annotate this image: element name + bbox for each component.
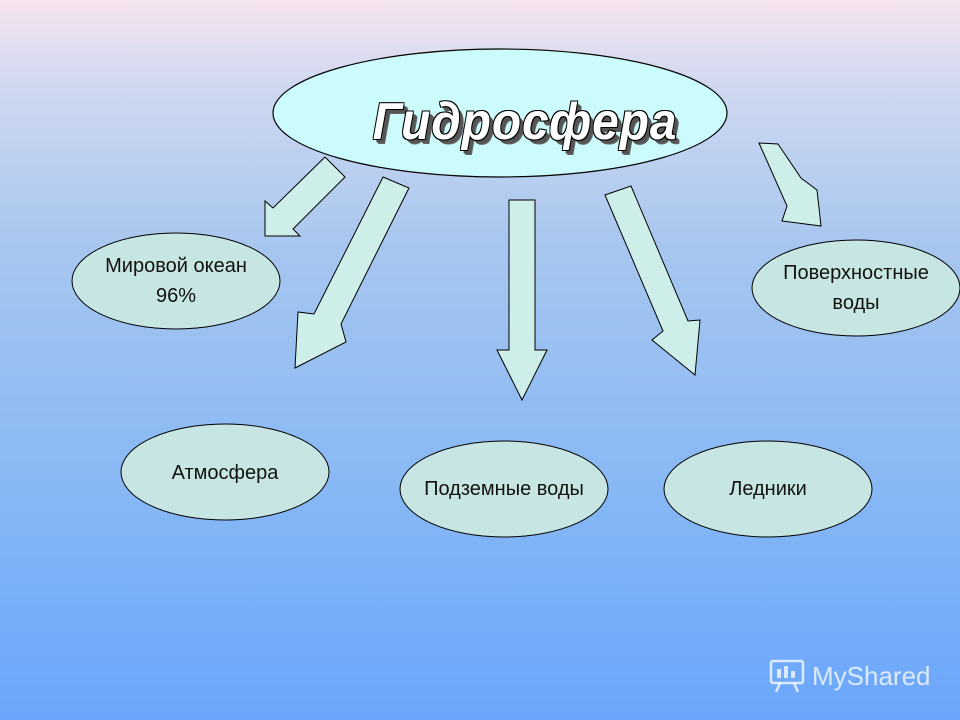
glaciers-label: Ледники (729, 478, 807, 500)
ocean-label: Мировой океан (105, 255, 247, 277)
arrow-to-ocean (264, 156, 346, 237)
surface-waters-line2: воды (832, 292, 880, 314)
watermark: MyShared (768, 656, 931, 696)
atmosphere-node: Атмосфера (121, 428, 329, 518)
diagram-title: Гидросфера (372, 93, 678, 151)
underground-waters-label: Подземные воды (424, 478, 584, 500)
arrow-to-underground (496, 199, 548, 402)
surface-waters-node: Поверхностные воды (752, 243, 960, 333)
ocean-ellipse (71, 232, 281, 330)
arrow-to-surface-waters (758, 142, 822, 227)
atmosphere-label: Атмосфера (171, 462, 279, 484)
center-ellipse (272, 48, 728, 178)
ocean-percent: 96% (155, 285, 197, 307)
arrow-to-glaciers (604, 185, 701, 376)
surface-waters-ellipse (751, 239, 960, 337)
presentation-board-icon (769, 659, 805, 693)
arrow-to-atmosphere (294, 176, 410, 369)
underground-ellipse (399, 440, 609, 538)
surface-waters-line1: Поверхностные (783, 262, 929, 284)
ocean-node: Мировой океан 96% (72, 236, 280, 326)
watermark-text: MyShared (812, 660, 931, 691)
glaciers-ellipse (663, 440, 873, 538)
underground-waters-node: Подземные воды (400, 444, 608, 534)
glaciers-node: Ледники (664, 444, 872, 534)
atmosphere-ellipse (120, 423, 330, 521)
